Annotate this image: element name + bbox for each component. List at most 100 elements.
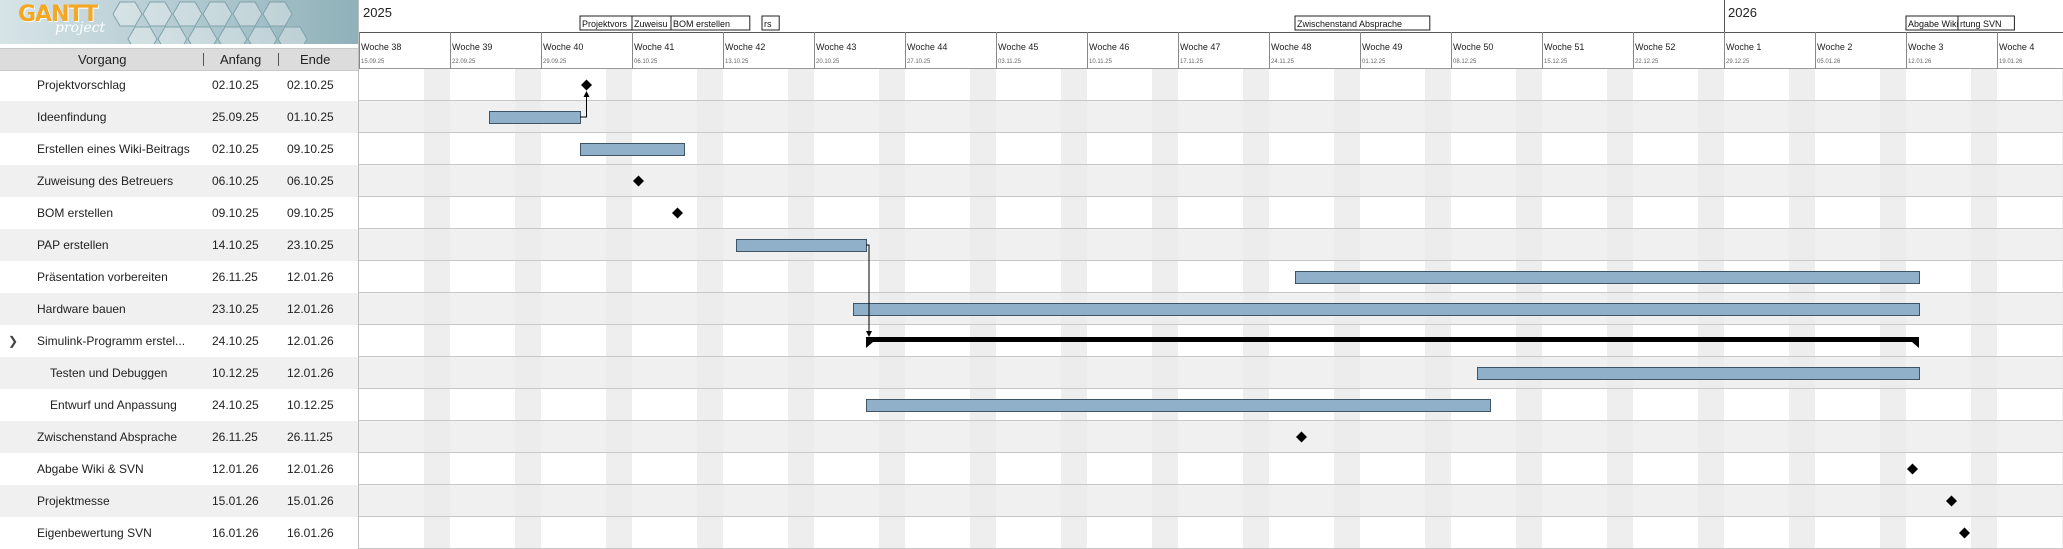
- task-start: 25.09.25: [212, 110, 259, 124]
- week-label: Woche 45: [998, 42, 1038, 52]
- milestone-diamond: [1296, 431, 1307, 443]
- task-row[interactable]: Abgabe Wiki & SVN 12.01.26 12.01.26: [0, 453, 358, 485]
- task-row[interactable]: Projektvorschlag 02.10.25 02.10.25: [0, 69, 358, 101]
- task-name: Simulink-Programm erstel...: [37, 334, 186, 348]
- column-header: Vorgang Anfang Ende: [0, 48, 358, 71]
- week-label: Woche 48: [1271, 42, 1311, 52]
- logo-title: GANTT: [18, 2, 98, 27]
- summary-bar: [866, 337, 1919, 342]
- milestone-diamond: [581, 79, 592, 91]
- panel-divider[interactable]: [358, 0, 359, 549]
- task-name: Abgabe Wiki & SVN: [37, 462, 144, 476]
- milestone-diamond: [1907, 463, 1918, 475]
- task-row[interactable]: Hardware bauen 23.10.25 12.01.26: [0, 293, 358, 325]
- task-start: 26.11.25: [212, 270, 258, 284]
- week-date: 22.12.25: [1635, 59, 1659, 65]
- task-bar: [580, 143, 685, 156]
- week-date: 12.01.26: [1908, 59, 1932, 65]
- column-separator[interactable]: [203, 53, 204, 66]
- week-label: Woche 40: [543, 42, 583, 52]
- week-date: 29.12.25: [1726, 59, 1750, 65]
- task-start: 26.11.25: [212, 430, 258, 444]
- task-row[interactable]: Zuweisung des Betreuers 06.10.25 06.10.2…: [0, 165, 358, 197]
- task-row[interactable]: Entwurf und Anpassung 24.10.25 10.12.25: [0, 389, 358, 421]
- task-name: Ideenfindung: [37, 110, 107, 124]
- task-name: Projektmesse: [37, 494, 110, 508]
- task-row[interactable]: BOM erstellen 09.10.25 09.10.25: [0, 197, 358, 229]
- task-name: Testen und Debuggen: [50, 366, 168, 380]
- weekend-stripe: [424, 69, 450, 549]
- task-row[interactable]: ❯ Simulink-Programm erstel... 24.10.25 1…: [0, 325, 358, 357]
- task-bar: [1295, 271, 1920, 284]
- task-bar: [489, 111, 581, 124]
- week-label: Woche 4: [1999, 42, 2034, 52]
- week-date: 29.09.25: [543, 59, 567, 65]
- task-start: 23.10.25: [212, 302, 259, 316]
- task-start: 06.10.25: [212, 174, 259, 188]
- dependency-line: [866, 244, 870, 331]
- row-background: [359, 421, 2063, 453]
- weekend-stripe: [515, 69, 541, 549]
- week-date: 27.10.25: [907, 59, 931, 65]
- task-name: Zuweisung des Betreuers: [37, 174, 174, 188]
- task-row[interactable]: Eigenbewertung SVN 16.01.26 16.01.26: [0, 517, 358, 549]
- weekend-stripe: [697, 69, 723, 549]
- week-date: 10.11.25: [1089, 59, 1113, 65]
- task-bar: [853, 303, 1920, 316]
- task-row[interactable]: PAP erstellen 14.10.25 23.10.25: [0, 229, 358, 261]
- milestone-flag-label: Projektvors: [582, 19, 628, 29]
- milestone-flag-label: BOM erstellen: [673, 19, 730, 29]
- weekend-stripe: [1971, 69, 1997, 549]
- week-label: Woche 3: [1908, 42, 1943, 52]
- task-table: GANTT project Vorgang Anfang Ende Projek…: [0, 0, 358, 549]
- row-background: [359, 69, 2063, 101]
- week-date: 19.01.26: [1999, 59, 2023, 65]
- task-row[interactable]: Projektmesse 15.01.26 15.01.26: [0, 485, 358, 517]
- dependency-arrowhead: [866, 331, 872, 337]
- chevron-down-icon[interactable]: ❯: [8, 334, 19, 348]
- milestone-flag-box: [1957, 15, 2015, 31]
- week-date: 24.11.25: [1271, 59, 1295, 65]
- week-date: 15.09.25: [361, 59, 385, 65]
- week-date: 15.12.25: [1544, 59, 1568, 65]
- task-end: 02.10.25: [287, 78, 334, 92]
- milestone-flag-label: Abgabe Wiki & SVN: [1908, 19, 1988, 29]
- task-start: 14.10.25: [212, 238, 259, 252]
- task-row[interactable]: Erstellen eines Wiki-Beitrags 02.10.25 0…: [0, 133, 358, 165]
- task-end: 12.01.26: [287, 462, 334, 476]
- row-background: [359, 517, 2063, 549]
- week-date: 08.12.25: [1453, 59, 1477, 65]
- task-start: 24.10.25: [212, 398, 259, 412]
- year-label: 2026: [1728, 5, 1757, 20]
- week-date: 13.10.25: [725, 59, 749, 65]
- weekend-stripe: [606, 69, 632, 549]
- week-label: Woche 44: [907, 42, 947, 52]
- task-name: Erstellen eines Wiki-Beitrags: [37, 142, 190, 156]
- logo-subtitle: project: [55, 20, 106, 36]
- task-end: 16.01.26: [287, 526, 334, 540]
- task-row[interactable]: Präsentation vorbereiten 26.11.25 12.01.…: [0, 261, 358, 293]
- milestone-flag-box: [761, 15, 780, 31]
- week-label: Woche 39: [452, 42, 492, 52]
- column-header-start[interactable]: Anfang: [220, 52, 262, 67]
- milestone-diamond: [1946, 495, 1957, 507]
- column-separator[interactable]: [278, 53, 279, 66]
- task-row[interactable]: Testen und Debuggen 10.12.25 12.01.26: [0, 357, 358, 389]
- task-bar: [866, 399, 1491, 412]
- year-label: 2025: [363, 5, 392, 20]
- column-header-name[interactable]: Vorgang: [78, 52, 127, 67]
- hexagon-pattern-icon: [112, 1, 308, 44]
- milestone-diamond: [1959, 527, 1970, 539]
- task-end: 12.01.26: [287, 302, 334, 316]
- milestone-flag-box: [670, 15, 751, 31]
- task-name: Zwischenstand Absprache: [37, 430, 178, 444]
- task-name: Hardware bauen: [37, 302, 126, 316]
- task-end: 15.01.26: [287, 494, 334, 508]
- task-row[interactable]: Zwischenstand Absprache 26.11.25 26.11.2…: [0, 421, 358, 453]
- task-row[interactable]: Ideenfindung 25.09.25 01.10.25: [0, 101, 358, 133]
- week-label: Woche 41: [634, 42, 674, 52]
- week-label: Woche 46: [1089, 42, 1129, 52]
- week-label: Woche 1: [1726, 42, 1761, 52]
- column-header-end[interactable]: Ende: [300, 52, 331, 67]
